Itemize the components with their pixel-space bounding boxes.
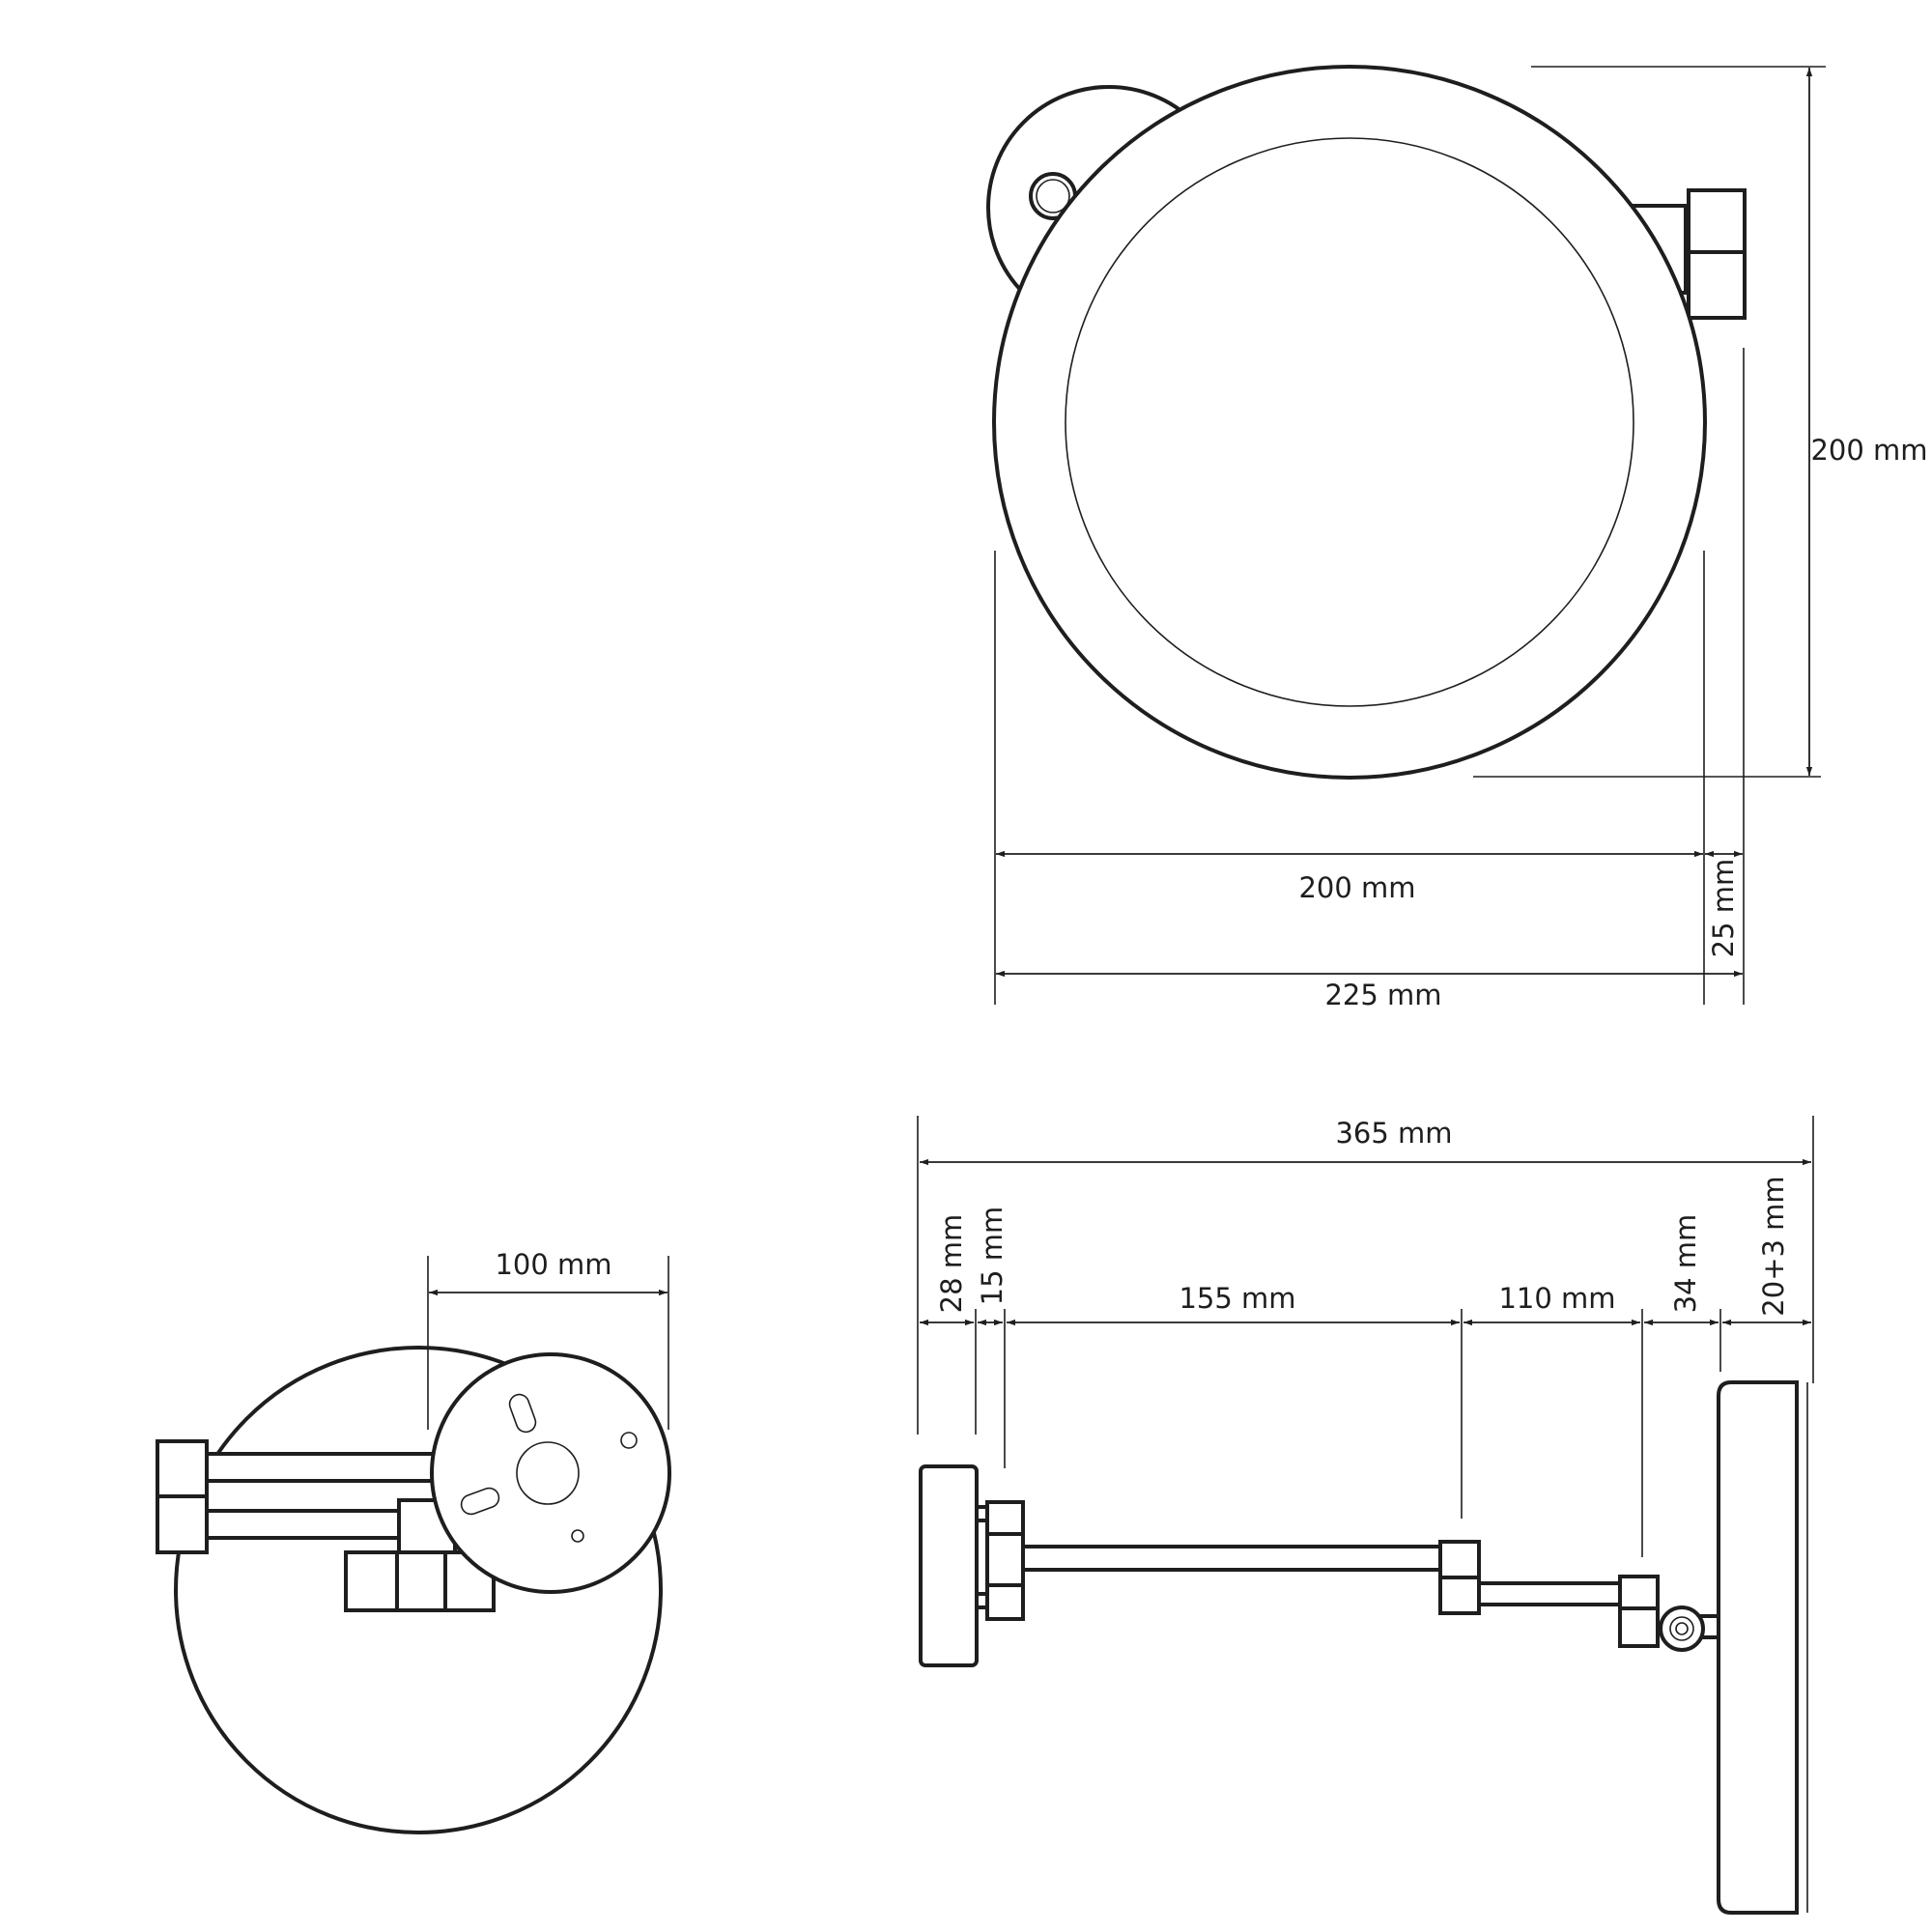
mirror-diameter-dimension-label: 200 mm [1298, 871, 1415, 904]
extension-lines [994, 66, 1826, 1005]
top-arm-lower [201, 1509, 403, 1540]
side-elbow-top [1438, 1540, 1481, 1579]
side-arm-1 [1021, 1545, 1442, 1572]
side-pivot-screw [1669, 1616, 1694, 1641]
top-plate-slot-1 [508, 1393, 537, 1434]
plate-diameter-dimension-label: 100 mm [495, 1248, 611, 1281]
top-plate-slot-2 [460, 1487, 500, 1516]
front-view: 200 mm 200 mm 25 mm 225 mm [986, 65, 1928, 1011]
joint-1-dimension-label: 15 mm [976, 1207, 1009, 1306]
side-pivot-screw-inner [1675, 1622, 1689, 1635]
side-pivot-top [1618, 1575, 1660, 1610]
arm-block-lower [1687, 250, 1747, 320]
side-wall-plate [919, 1464, 979, 1667]
side-collar-top [985, 1500, 1025, 1536]
arm-1-dimension-label: 155 mm [1179, 1282, 1295, 1315]
top-end-block-upper [156, 1439, 209, 1498]
side-view: 365 mm 28 mm 15 mm 155 mm 110 mm 34 mm 2… [917, 1116, 1814, 1915]
overall-width-dimension-label: 225 mm [1324, 979, 1441, 1011]
top-base-block-2 [395, 1550, 447, 1612]
top-plate-center-hole [516, 1441, 580, 1505]
arm-2-dimension-label: 110 mm [1498, 1282, 1615, 1315]
plate-thickness-dimension-label: 28 mm [935, 1214, 968, 1314]
overall-length-dimension-label: 365 mm [1335, 1117, 1452, 1150]
top-wall-plate [430, 1352, 671, 1594]
arm-block-upper [1687, 188, 1747, 254]
top-plate-hole-small-1 [620, 1432, 638, 1449]
wall-plate-hole-inner [1036, 179, 1070, 213]
side-pivot-knob [1659, 1605, 1705, 1652]
top-view: 100 mm [156, 1248, 671, 1834]
side-mirror-body [1717, 1380, 1799, 1915]
mirror-frame [992, 65, 1707, 780]
height-dimension-label: 200 mm [1810, 434, 1927, 467]
side-pivot-bottom [1618, 1606, 1660, 1648]
side-collar-middle [985, 1532, 1025, 1587]
side-elbow-bottom [1438, 1576, 1481, 1615]
side-arm-2 [1477, 1581, 1622, 1606]
top-base-block-1 [344, 1550, 399, 1612]
top-plate-hole-small-2 [571, 1529, 584, 1543]
mirror-depth-dimension-label: 20+3 mm [1757, 1176, 1790, 1316]
mirror-glass [1065, 137, 1634, 707]
side-collar-bottom [985, 1583, 1025, 1621]
top-extension-lines [427, 1256, 669, 1430]
pivot-dimension-label: 34 mm [1669, 1214, 1702, 1314]
top-end-block-lower [156, 1494, 209, 1554]
top-arm-upper [201, 1452, 446, 1483]
arm-offset-dimension-label: 25 mm [1707, 859, 1740, 958]
side-extension-lines [917, 1116, 1814, 1557]
